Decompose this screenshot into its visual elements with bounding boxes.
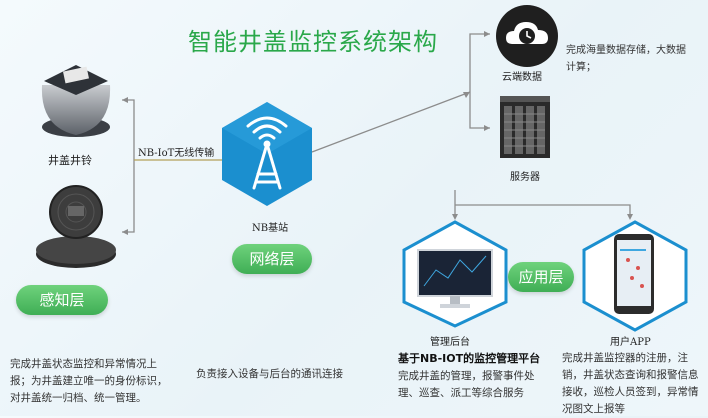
base-station-icon xyxy=(222,102,312,206)
application-layer-pill: 应用层 xyxy=(508,262,574,292)
user-app-node xyxy=(580,220,690,332)
nb-base-station xyxy=(216,98,318,210)
cloud-server-bracket xyxy=(469,33,490,129)
base-station-caption: NB基站 xyxy=(252,223,289,234)
monitor-caption: 管理后台 xyxy=(430,337,470,348)
network-description: 负责接入设备与后台的通讯连接 xyxy=(196,368,343,380)
app-description: 完成井盖监控器的注册，注销，井盖状态查询和报警信息接收，巡检人员签到，异常情况图… xyxy=(562,352,699,415)
smartphone-icon xyxy=(582,220,688,332)
management-backend-node xyxy=(400,220,510,328)
platform-description: 完成井盖的管理，报警事件处理、巡查、派工等综合服务 xyxy=(398,370,535,399)
platform-title: 基于NB-IOT的监控管理平台 xyxy=(398,352,541,365)
network-layer-pill: 网络层 xyxy=(232,244,312,274)
monitor-icon xyxy=(402,220,508,328)
server-rack-icon xyxy=(500,96,550,158)
server-caption: 服务器 xyxy=(510,172,540,183)
manhole-cover-icon xyxy=(36,185,116,268)
nbiot-link-label: NB-IoT无线传输 xyxy=(138,148,215,159)
manhole-bell-device xyxy=(30,55,122,145)
cloud-description: 完成海量数据存储，大数据计算； xyxy=(566,45,686,73)
station-cloud-line xyxy=(311,91,471,153)
cloud-data-node xyxy=(494,4,560,68)
server-node xyxy=(496,92,554,162)
perception-description: 完成井盖状态监控和异常情况上报；为井盖建立唯一的身份标识，对井盖统一归档、统一管… xyxy=(10,358,168,404)
manhole-bell-icon xyxy=(41,65,111,137)
app-caption: 用户APP xyxy=(610,337,651,348)
cloud-clock-icon xyxy=(496,5,558,67)
app-branch-right xyxy=(455,204,631,218)
bell-caption: 井盖井铃 xyxy=(48,154,92,167)
perception-layer-pill: 感知层 xyxy=(16,285,108,315)
manhole-lid-device xyxy=(28,180,124,272)
cloud-caption: 云端数据 xyxy=(502,72,542,83)
diagram-title: 智能井盖监控系统架构 xyxy=(188,28,438,56)
